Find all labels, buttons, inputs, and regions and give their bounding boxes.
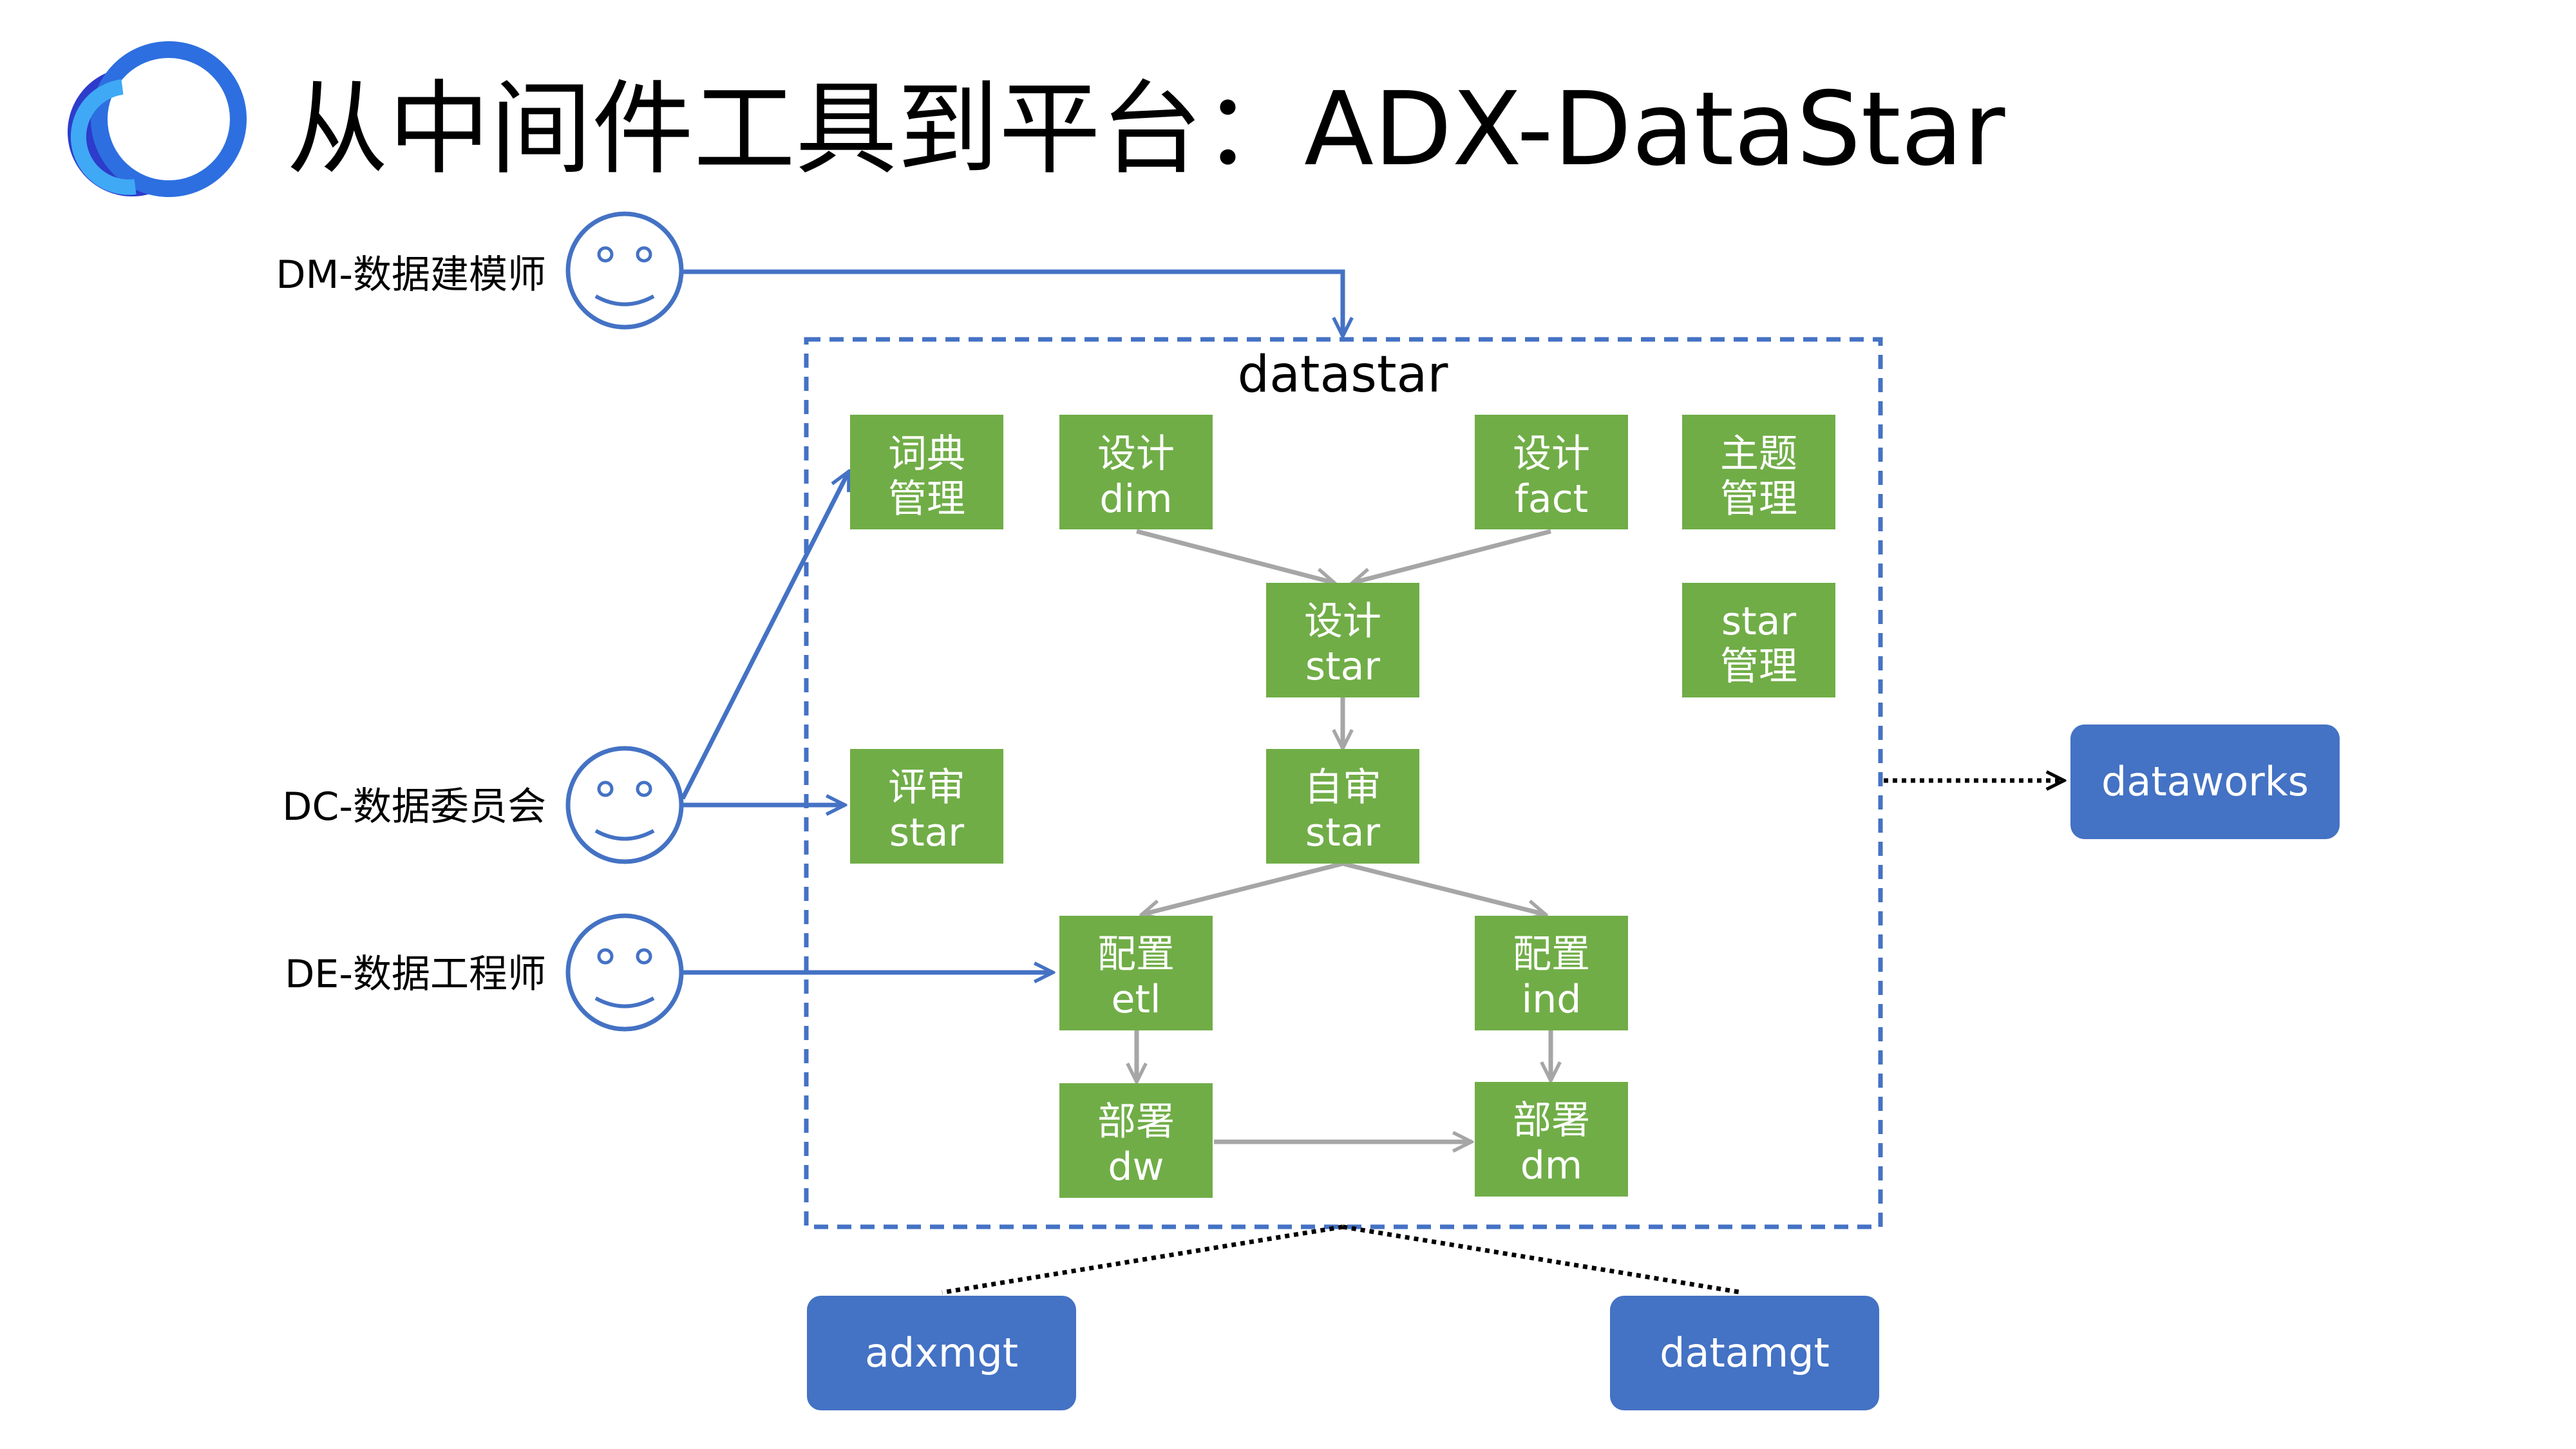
smiley-face-icon bbox=[565, 913, 684, 1032]
external-datamgt-label: datamgt bbox=[1660, 1329, 1830, 1376]
role-label-dc: DC-数据委员会 bbox=[282, 784, 546, 829]
arrow-selfreview-to-etl bbox=[1142, 861, 1343, 914]
role-dm: DM-数据建模师 bbox=[276, 211, 684, 330]
external-dataworks-label: dataworks bbox=[2101, 758, 2309, 805]
external-adxmgt-label: adxmgt bbox=[865, 1329, 1018, 1376]
module-deploy-dw-line2: dw bbox=[1108, 1144, 1164, 1189]
external-dataworks[interactable]: dataworks bbox=[2070, 724, 2340, 839]
role-dc: DC-数据委员会 bbox=[282, 746, 684, 864]
module-deploy-dw-line1: 部署 bbox=[1097, 1099, 1175, 1144]
external-datamgt[interactable]: datamgt bbox=[1610, 1296, 1879, 1410]
module-deploy-dm-line2: dm bbox=[1520, 1143, 1583, 1188]
module-design-star[interactable]: 设计 star bbox=[1266, 583, 1419, 697]
role-label-dm: DM-数据建模师 bbox=[276, 252, 546, 298]
module-dict-manage-line2: 管理 bbox=[888, 477, 965, 522]
module-review-star-line2: star bbox=[889, 810, 965, 855]
module-config-ind-line2: ind bbox=[1522, 977, 1582, 1022]
module-dict-manage[interactable]: 词典 管理 bbox=[850, 415, 1003, 529]
module-config-etl[interactable]: 配置 etl bbox=[1059, 916, 1213, 1030]
datastar-label: datastar bbox=[1238, 346, 1449, 404]
module-config-ind[interactable]: 配置 ind bbox=[1475, 916, 1628, 1030]
logo-icon bbox=[68, 41, 247, 197]
module-config-ind-line1: 配置 bbox=[1513, 932, 1590, 977]
module-design-dim[interactable]: 设计 dim bbox=[1059, 415, 1213, 529]
datastar-container bbox=[804, 337, 1883, 1229]
dotted-connectors bbox=[942, 781, 2064, 1295]
smiley-face-icon bbox=[565, 211, 684, 330]
connector-to-adxmgt bbox=[942, 1224, 1343, 1295]
module-design-dim-line2: dim bbox=[1099, 477, 1172, 522]
arrow-dim-to-star bbox=[1136, 529, 1334, 583]
module-star-manage-line1: star bbox=[1721, 599, 1797, 644]
role-de: DE-数据工程师 bbox=[285, 913, 684, 1032]
module-design-dim-line1: 设计 bbox=[1097, 431, 1175, 477]
module-review-star[interactable]: 评审 star bbox=[850, 749, 1003, 864]
arrow-fact-to-star bbox=[1352, 529, 1551, 583]
module-design-fact[interactable]: 设计 fact bbox=[1475, 415, 1628, 529]
module-topic-manage-line1: 主题 bbox=[1720, 431, 1797, 477]
module-self-review-star-line1: 自审 bbox=[1304, 765, 1381, 810]
role-arrows bbox=[680, 269, 1343, 972]
module-config-etl-line2: etl bbox=[1111, 977, 1160, 1022]
module-design-fact-line1: 设计 bbox=[1513, 431, 1590, 477]
module-design-star-line2: star bbox=[1305, 644, 1381, 689]
module-star-manage[interactable]: star 管理 bbox=[1682, 583, 1835, 697]
module-deploy-dw[interactable]: 部署 dw bbox=[1059, 1083, 1213, 1198]
module-deploy-dm-line1: 部署 bbox=[1513, 1098, 1590, 1143]
arrow-dc-to-dict bbox=[680, 471, 851, 800]
arrow-selfreview-to-ind bbox=[1342, 861, 1546, 914]
arrow-dm-to-datastar bbox=[681, 269, 1343, 336]
module-config-etl-line1: 配置 bbox=[1097, 932, 1175, 977]
role-label-de: DE-数据工程师 bbox=[285, 952, 546, 997]
module-star-manage-line2: 管理 bbox=[1720, 644, 1797, 689]
module-review-star-line1: 评审 bbox=[888, 765, 965, 810]
module-design-fact-line2: fact bbox=[1515, 477, 1588, 522]
module-self-review-star-line2: star bbox=[1305, 810, 1381, 855]
module-deploy-dm[interactable]: 部署 dm bbox=[1475, 1082, 1628, 1197]
smiley-face-icon bbox=[565, 746, 684, 864]
module-topic-manage-line2: 管理 bbox=[1720, 477, 1797, 522]
page-title: 从中间件工具到平台：ADX-DataStar bbox=[287, 70, 2005, 189]
module-self-review-star[interactable]: 自审 star bbox=[1266, 749, 1419, 864]
module-dict-manage-line1: 词典 bbox=[888, 431, 965, 477]
module-design-star-line1: 设计 bbox=[1304, 599, 1381, 644]
module-flow-arrows bbox=[1136, 529, 1551, 1142]
module-topic-manage[interactable]: 主题 管理 bbox=[1682, 415, 1835, 529]
connector-to-datamgt bbox=[1342, 1224, 1743, 1295]
external-adxmgt[interactable]: adxmgt bbox=[807, 1296, 1076, 1410]
